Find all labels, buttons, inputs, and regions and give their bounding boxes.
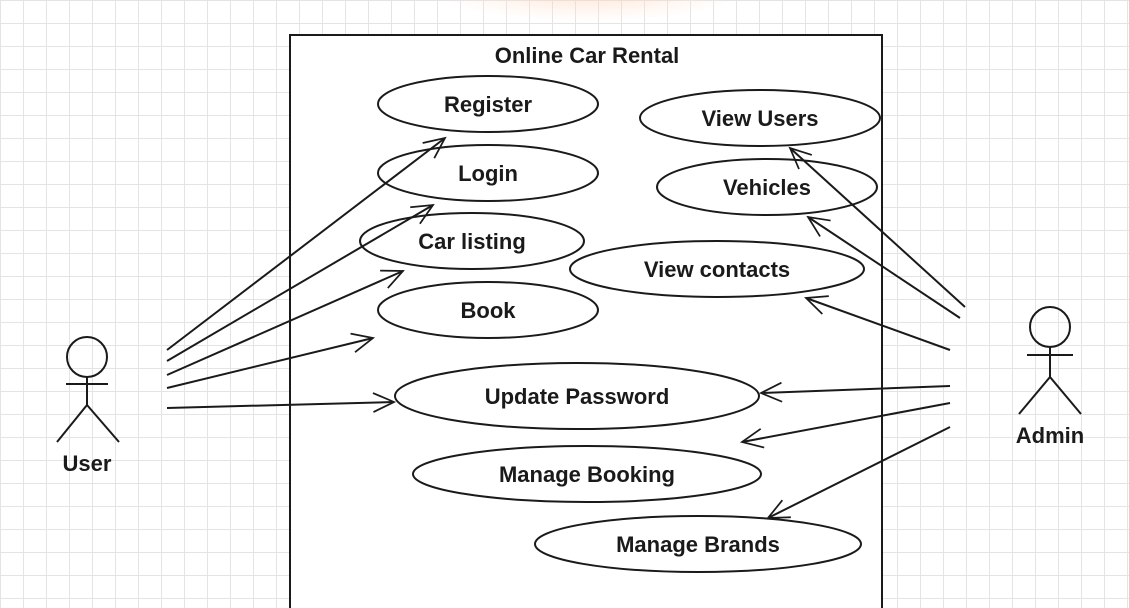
use-case-car-listing[interactable]: Car listing xyxy=(359,212,585,270)
association-admin-manage-brands xyxy=(766,426,951,519)
use-case-vehicles-ellipse[interactable] xyxy=(656,158,878,216)
use-case-manage-brands-label: Manage Brands xyxy=(616,532,780,557)
use-case-car-listing-label: Car listing xyxy=(418,229,526,254)
use-case-update-password-label: Update Password xyxy=(485,384,670,409)
use-case-register[interactable]: Register xyxy=(377,75,599,133)
use-case-register-label: Register xyxy=(444,92,532,117)
actor-user-left-leg xyxy=(56,404,88,443)
association-admin-view-users xyxy=(788,146,966,308)
use-case-manage-booking[interactable]: Manage Booking xyxy=(412,445,762,503)
use-case-vehicles-label: Vehicles xyxy=(723,175,811,200)
use-case-view-contacts-ellipse[interactable] xyxy=(569,240,865,298)
use-case-register-ellipse[interactable] xyxy=(377,75,599,133)
actor-admin-left-leg xyxy=(1018,376,1051,415)
use-case-view-users[interactable]: View Users xyxy=(639,89,881,147)
association-user-register xyxy=(166,136,447,351)
use-case-manage-booking-ellipse[interactable] xyxy=(412,445,762,503)
association-user-car-listing xyxy=(166,269,405,376)
use-case-view-contacts[interactable]: View contacts xyxy=(569,240,865,298)
use-case-book-ellipse[interactable] xyxy=(377,281,599,339)
actor-user-right-leg xyxy=(86,404,120,443)
association-admin-view-contacts xyxy=(804,295,951,351)
use-case-car-listing-ellipse[interactable] xyxy=(359,212,585,270)
use-case-book-label: Book xyxy=(461,298,517,323)
use-case-view-users-ellipse[interactable] xyxy=(639,89,881,147)
system-title: Online Car Rental xyxy=(495,43,680,68)
association-user-login xyxy=(166,203,435,362)
association-admin-vehicles xyxy=(806,215,961,319)
association-admin-update-password xyxy=(758,381,951,403)
use-case-vehicles[interactable]: Vehicles xyxy=(656,158,878,216)
association-admin-manage-booking xyxy=(739,402,951,449)
use-case-view-users-label: View Users xyxy=(701,106,818,131)
watermark-blob xyxy=(440,0,740,20)
actor-admin-right-leg xyxy=(1049,376,1082,415)
use-case-view-contacts-label: View contacts xyxy=(644,257,790,282)
actor-admin-label: Admin xyxy=(1016,423,1084,448)
use-case-manage-brands[interactable]: Manage Brands xyxy=(534,515,862,573)
use-case-manage-booking-label: Manage Booking xyxy=(499,462,675,487)
use-case-update-password[interactable]: Update Password xyxy=(394,362,760,430)
use-case-manage-brands-ellipse[interactable] xyxy=(534,515,862,573)
actor-user[interactable]: User xyxy=(56,336,120,476)
actor-user-label: User xyxy=(63,451,112,476)
use-case-login-ellipse[interactable] xyxy=(377,144,599,202)
use-case-login-label: Login xyxy=(458,161,518,186)
actor-admin-head xyxy=(1029,306,1071,348)
association-user-update-password xyxy=(166,392,397,413)
use-case-login[interactable]: Login xyxy=(377,144,599,202)
actor-user-head xyxy=(66,336,108,378)
use-case-book[interactable]: Book xyxy=(377,281,599,339)
association-user-book xyxy=(166,332,376,389)
actor-admin[interactable]: Admin xyxy=(1016,306,1084,448)
